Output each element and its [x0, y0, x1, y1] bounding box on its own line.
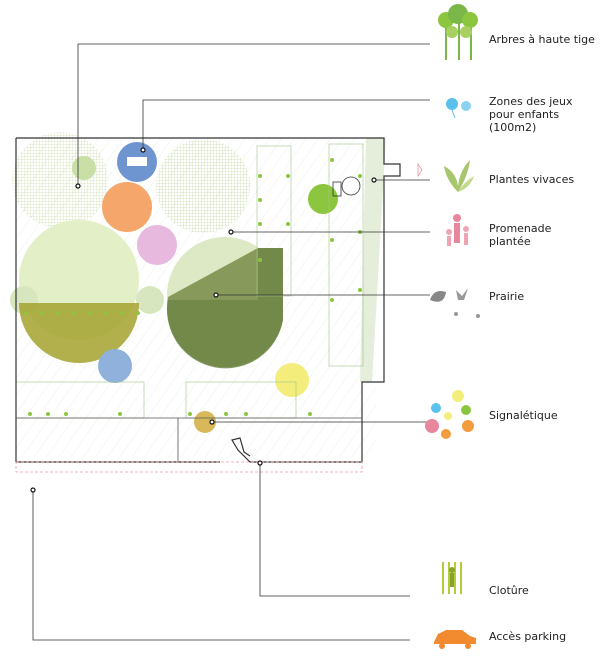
playground-marker: [127, 157, 147, 166]
signage-circle: [194, 411, 216, 433]
light-blue-circle: [98, 349, 132, 383]
car-icon: [434, 630, 476, 649]
legend-label-meadow: Prairie: [489, 290, 525, 303]
stair-icon: [341, 176, 361, 196]
meadow-half-disc: [19, 303, 139, 363]
playground-orange: [102, 182, 152, 232]
tree-canopy: [12, 132, 108, 228]
legend-label-promenade: Promenade plantée: [489, 222, 552, 248]
legend-label-signage: Signalétique: [489, 409, 558, 422]
lime-circle: [308, 184, 338, 214]
dots-icon: [425, 390, 474, 439]
family-icon: [446, 214, 469, 246]
plant-icon: [444, 160, 474, 192]
meadow-zone-inner: [167, 248, 283, 369]
tree-canopy: [136, 286, 164, 314]
leaf-butterfly-icon: [430, 288, 480, 318]
yellow-circle: [275, 363, 309, 397]
leader-anchors: [30, 147, 377, 493]
tree-canopy: [156, 139, 250, 233]
legend-label-perennials: Plantes vivaces: [489, 173, 575, 186]
leader-lines: [32, 43, 430, 641]
stair-landing: [332, 181, 342, 197]
playground-pink: [137, 225, 177, 265]
fence-icon: [442, 562, 462, 594]
dashed-boundary: [15, 461, 363, 473]
east-strip: [360, 138, 386, 382]
legend-label-playground: Zones des jeux pour enfants (100m2): [489, 95, 573, 134]
legend-label-fence: Clotûre: [489, 584, 529, 597]
legend-label-trees: Arbres à haute tige: [489, 33, 595, 46]
legend-label-parking: Accès parking: [489, 630, 567, 643]
entry-marker: [417, 162, 423, 178]
tree-canopy: [72, 156, 96, 180]
tree-icon: [438, 4, 478, 60]
balloon-icon: [446, 98, 471, 119]
hedge-dots: [24, 158, 362, 416]
